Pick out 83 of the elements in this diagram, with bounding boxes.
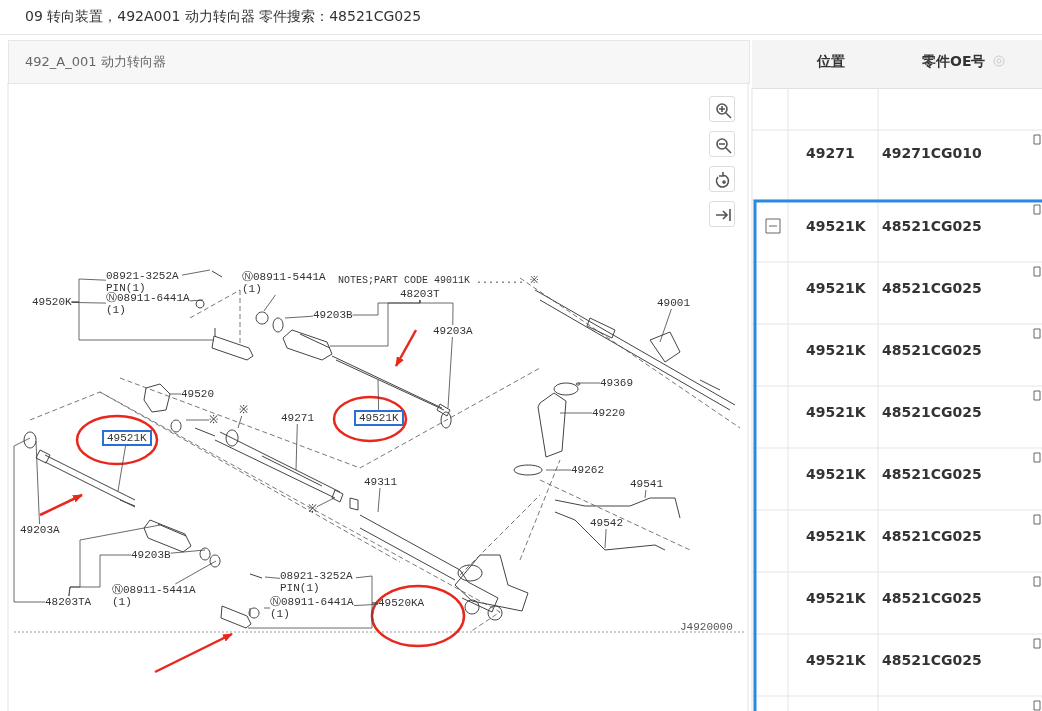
part-number-label: 48203T [400, 288, 440, 300]
table-cell: 48521CG025 [882, 590, 982, 606]
leader-line [295, 423, 298, 471]
table-cell: 48521CG025 [882, 218, 982, 234]
leader-line [577, 382, 601, 384]
part-number-label: 49541 [630, 478, 663, 490]
table-cell: 48521CG025 [882, 342, 982, 358]
part-number-label: 49542 [590, 517, 623, 529]
leader-line [447, 336, 453, 409]
table-cell: 48521CG025 [882, 466, 982, 482]
highlighted-part-number: 49521K [102, 430, 152, 446]
table-cell: 48521CG025 [882, 280, 982, 296]
part-number-label: Ⓝ08911-6441A (1) [270, 596, 354, 620]
part-number-label: 49203B [313, 309, 353, 321]
leader-line [419, 299, 454, 326]
leader-line [377, 487, 381, 513]
part-number-label: 49311 [364, 476, 397, 488]
part-number-label: 49001 [657, 297, 690, 309]
leader-line [117, 445, 126, 492]
table-cell: 49271 [806, 145, 855, 161]
leader-line [264, 576, 281, 579]
part-number-label: 49203A [433, 325, 473, 337]
leader-line [185, 419, 210, 421]
leader-line [644, 489, 647, 499]
leader-line [316, 497, 335, 508]
leader-line [659, 308, 672, 343]
table-cell: 49521K [806, 590, 866, 606]
notes-text: NOTES;PART CODE 49011K ........ ※ [338, 274, 539, 286]
leader-line [284, 315, 314, 319]
leader-line [559, 412, 593, 414]
leader-line [377, 379, 379, 411]
table-cell: 48521CG025 [882, 528, 982, 544]
part-number-label: 49220 [592, 407, 625, 419]
column-header: 零件OE号 [922, 53, 986, 71]
part-number-label: 49271 [281, 412, 314, 424]
leader-line [604, 528, 607, 549]
part-number-label: 08921-3252A PIN(1) [280, 570, 356, 594]
table-cell: 49521K [806, 342, 866, 358]
part-number-label: 49520 [181, 388, 214, 400]
page-title: 09 转向装置，492A001 动力转向器 零件搜索：48521CG025 [25, 8, 422, 26]
leader-line [174, 560, 217, 585]
leader-line [353, 603, 379, 606]
table-cell: 49521K [806, 218, 866, 234]
leader-line [329, 299, 421, 347]
table-cell: 49271CG010 [882, 145, 982, 161]
part-number-label: 49520KA [378, 597, 425, 609]
leader-line [13, 437, 46, 603]
leader-line [189, 299, 204, 302]
leader-line [169, 393, 182, 395]
table-cell: 49521K [806, 280, 866, 296]
part-number-label: Ⓝ08911-5441A (1) [242, 271, 326, 295]
part-number-label: ※ [209, 414, 218, 426]
part-number-label: 49203B [131, 549, 171, 561]
drawing-number: J4920000 [680, 621, 733, 633]
part-number-label: Ⓝ08911-6441A (1) [106, 292, 190, 316]
leader-line [263, 607, 271, 609]
table-cell: 49521K [806, 652, 866, 668]
part-number-label: 49262 [571, 464, 604, 476]
part-number-label: 49369 [600, 377, 633, 389]
part-number-label: Ⓝ08911-5441A (1) [112, 584, 196, 608]
column-header: 位置 [817, 53, 845, 71]
leader-line [68, 524, 161, 597]
part-number-label: 49520K [32, 296, 72, 308]
part-number-label: 49203A [20, 524, 60, 536]
leader-line [71, 301, 215, 341]
leader-line [247, 602, 379, 629]
part-number-label: 48203TA [45, 596, 92, 608]
table-cell: 48521CG025 [882, 652, 982, 668]
panel-title: 492_A_001 动力转向器 [25, 53, 166, 71]
leader-line [545, 469, 572, 471]
highlighted-part-number: 49521K [354, 410, 404, 426]
table-cell: 49521K [806, 528, 866, 544]
part-number-label: ※ [308, 503, 317, 515]
part-number-label: ※ [239, 404, 248, 416]
leader-line [35, 440, 40, 525]
leader-line [263, 294, 276, 312]
table-cell: 48521CG025 [882, 404, 982, 420]
leader-line [237, 415, 243, 429]
leader-line [181, 269, 211, 276]
leader-line [170, 549, 206, 554]
part-number-label: 08921-3252A PIN(1) [106, 270, 182, 294]
table-cell: 49521K [806, 466, 866, 482]
table-cell: 49521K [806, 404, 866, 420]
